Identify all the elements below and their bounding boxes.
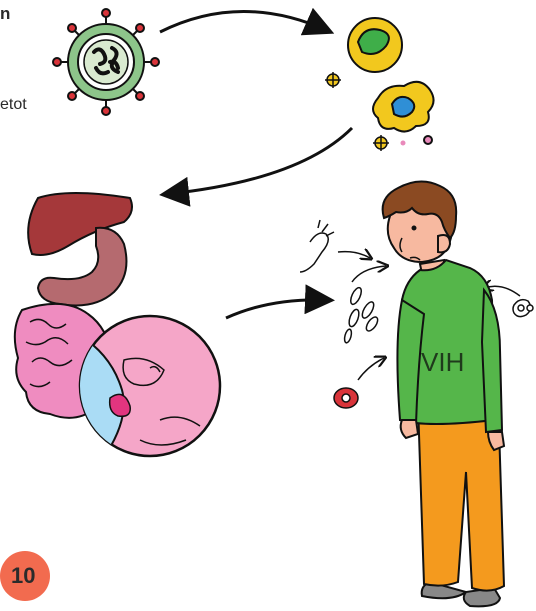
arrow-bacterium [338,252,370,258]
infected-cell-icon [373,82,434,146]
page-number: 10 [11,563,35,589]
ear [438,235,450,252]
page-number-badge: 10 [0,551,50,601]
arrow-cells-to-digestive [168,128,352,194]
bacterium-icon [300,220,334,272]
person-figure [383,181,504,606]
hiv-virus-icon [53,9,159,115]
arrow-virus-to-cells [160,11,326,32]
arrow-digestive-to-person [226,300,326,318]
parasite-icon [513,300,533,317]
spores-icon [343,286,380,343]
immune-cell-icon [348,18,402,72]
arrow-red-cell [358,358,384,380]
shirt-label: VIH [421,347,464,378]
arrow-spores [352,266,386,282]
right-arm [482,290,502,432]
red-cell-icon [334,388,358,408]
